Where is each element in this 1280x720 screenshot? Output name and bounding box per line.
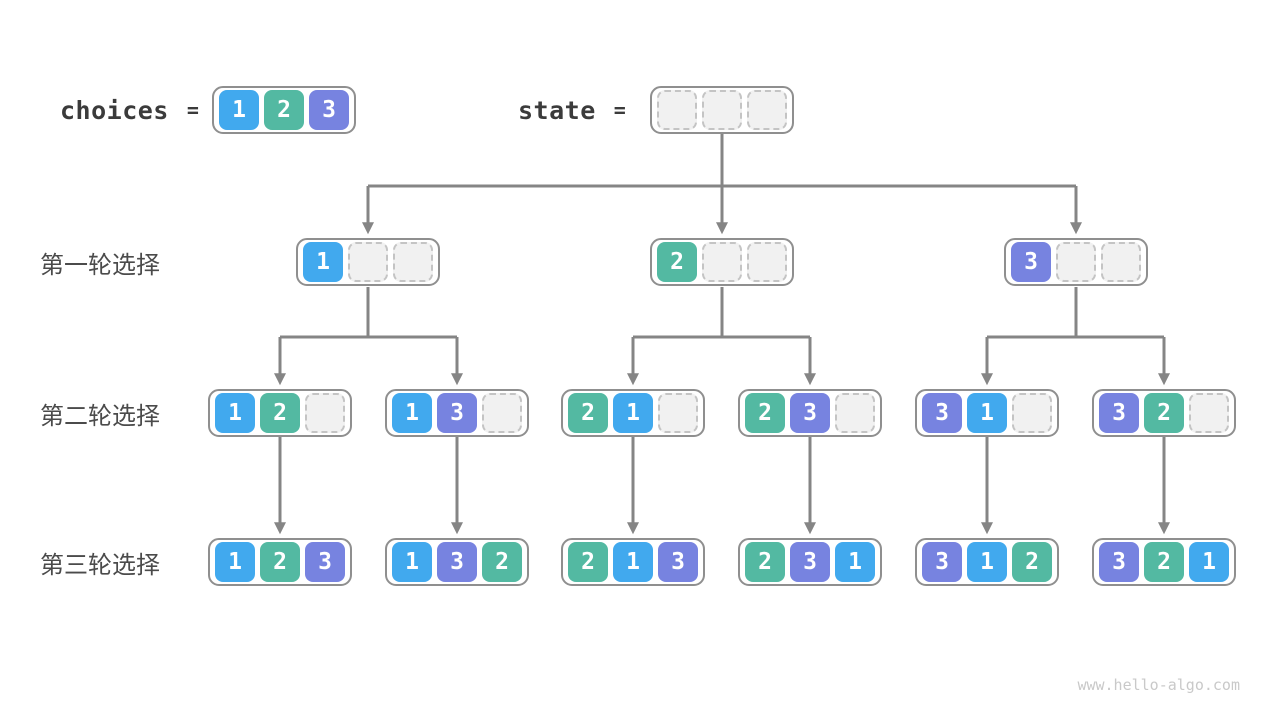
choices-label: choices: [60, 95, 169, 125]
state-box-l1-3: 3: [1004, 238, 1148, 286]
value-cell-3: 3: [658, 542, 698, 582]
empty-slot-cell: [1189, 393, 1229, 433]
value-cell-1: 1: [967, 393, 1007, 433]
value-cell-1: 1: [392, 542, 432, 582]
round-3-label: 第三轮选择: [40, 551, 160, 579]
value-cell-2: 2: [260, 542, 300, 582]
value-cell-1: 1: [392, 393, 432, 433]
empty-slot-cell: [1012, 393, 1052, 433]
state-box-l1-2: 2: [650, 238, 794, 286]
value-cell-2: 2: [1144, 393, 1184, 433]
value-cell-2: 2: [657, 242, 697, 282]
value-cell-2: 2: [1012, 542, 1052, 582]
value-cell-1: 1: [967, 542, 1007, 582]
value-cell-3: 3: [922, 393, 962, 433]
value-cell-2: 2: [264, 90, 304, 130]
empty-slot-cell: [482, 393, 522, 433]
empty-slot-cell: [348, 242, 388, 282]
state-label: state: [518, 95, 596, 125]
empty-slot-cell: [747, 242, 787, 282]
value-cell-3: 3: [922, 542, 962, 582]
value-cell-2: 2: [260, 393, 300, 433]
value-cell-2: 2: [568, 393, 608, 433]
value-cell-1: 1: [835, 542, 875, 582]
empty-slot-cell: [835, 393, 875, 433]
value-cell-2: 2: [568, 542, 608, 582]
value-cell-1: 1: [1189, 542, 1229, 582]
choices-label-group: choices =: [60, 86, 199, 134]
value-cell-3: 3: [790, 393, 830, 433]
empty-slot-cell: [1101, 242, 1141, 282]
connector-trunk-lines: [280, 134, 1164, 339]
value-cell-2: 2: [745, 542, 785, 582]
state-label-group: state =: [518, 86, 626, 134]
value-cell-2: 2: [745, 393, 785, 433]
empty-slot-cell: [305, 393, 345, 433]
value-cell-1: 1: [215, 542, 255, 582]
value-cell-3: 3: [1011, 242, 1051, 282]
value-cell-3: 3: [305, 542, 345, 582]
empty-slot-cell: [658, 393, 698, 433]
round-1-label: 第一轮选择: [40, 251, 160, 279]
value-cell-2: 2: [482, 542, 522, 582]
empty-slot-cell: [1056, 242, 1096, 282]
value-cell-1: 1: [219, 90, 259, 130]
value-cell-2: 2: [1144, 542, 1184, 582]
empty-slot-cell: [702, 90, 742, 130]
site-watermark: www.hello-algo.com: [1077, 676, 1240, 694]
value-cell-3: 3: [790, 542, 830, 582]
empty-slot-cell: [702, 242, 742, 282]
empty-slot-cell: [657, 90, 697, 130]
value-cell-1: 1: [613, 393, 653, 433]
value-cell-3: 3: [437, 393, 477, 433]
value-cell-3: 3: [437, 542, 477, 582]
value-cell-1: 1: [303, 242, 343, 282]
value-cell-3: 3: [1099, 542, 1139, 582]
value-cell-3: 3: [309, 90, 349, 130]
empty-slot-cell: [747, 90, 787, 130]
value-cell-1: 1: [613, 542, 653, 582]
value-cell-1: 1: [215, 393, 255, 433]
empty-slot-cell: [393, 242, 433, 282]
choices-equals-sign: =: [186, 98, 200, 122]
value-cell-3: 3: [1099, 393, 1139, 433]
round-2-label: 第二轮选择: [40, 402, 160, 430]
state-box: [650, 86, 794, 134]
state-box-l1-1: 1: [296, 238, 440, 286]
state-equals-sign: =: [613, 98, 627, 122]
